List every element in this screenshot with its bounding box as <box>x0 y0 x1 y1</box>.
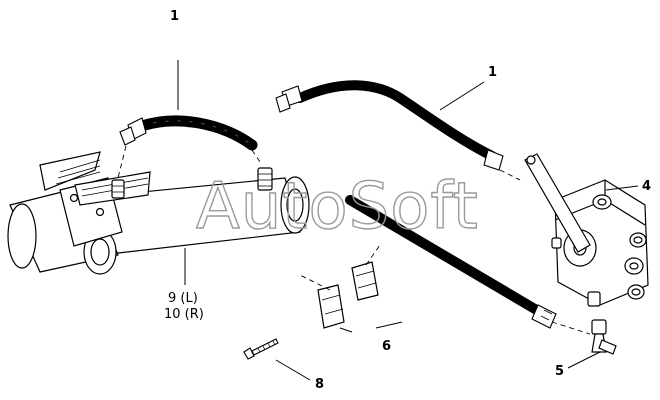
hydraulic-hose-lower <box>345 195 557 329</box>
callout-8: 8 <box>315 377 324 392</box>
hydraulic-hose-left <box>119 115 258 151</box>
watermark-logo: AutoSoft <box>196 170 479 244</box>
bolt <box>243 338 279 360</box>
callout-9-left: 9 (L) <box>168 291 198 306</box>
connection-lines <box>117 145 591 335</box>
callout-6: 6 <box>382 339 391 354</box>
callout-1-right: 1 <box>488 65 497 80</box>
hose-clamp <box>317 261 379 329</box>
tee-fitting <box>591 319 617 355</box>
hydraulic-hose-right <box>275 80 504 171</box>
callout-10-right: 10 (R) <box>164 307 204 322</box>
callout-5: 5 <box>555 364 564 379</box>
leader-lines <box>177 60 639 381</box>
control-valve <box>524 153 649 307</box>
callout-1-left: 1 <box>170 9 179 24</box>
hydraulic-cylinder <box>7 151 310 275</box>
callout-4: 4 <box>642 179 651 194</box>
